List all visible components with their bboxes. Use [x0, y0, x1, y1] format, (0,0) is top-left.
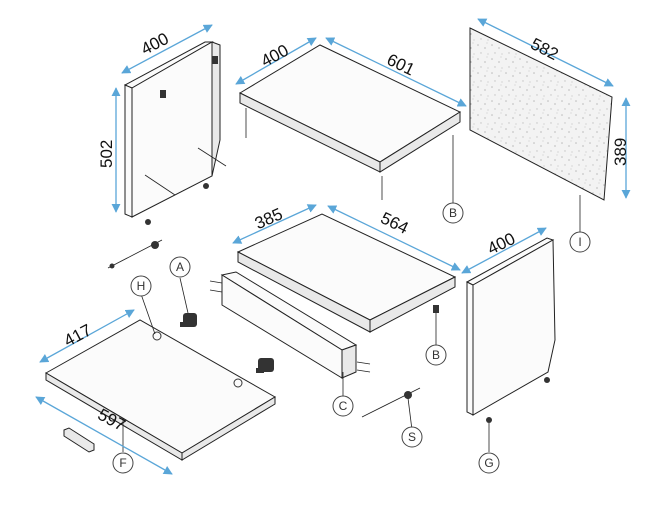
dim-back-height: 389: [611, 97, 631, 199]
dim-left-side-height: 502: [97, 87, 121, 213]
leg-hardware-a: [179, 277, 274, 373]
drawer-rail-left: [107, 239, 163, 269]
svg-text:F: F: [119, 456, 126, 470]
plinth-panel: [209, 271, 371, 398]
callout-c: C: [332, 395, 354, 417]
callout-b-shelf: B: [425, 344, 447, 366]
label-top-width: 601: [384, 50, 418, 80]
callout-f: F: [112, 452, 134, 474]
top-panel: [238, 44, 462, 205]
label-shelf-width: 564: [378, 208, 412, 238]
label-right-side-width: 400: [484, 229, 518, 259]
callout-s: S: [401, 426, 423, 448]
svg-text:S: S: [408, 430, 416, 444]
svg-text:H: H: [137, 279, 146, 293]
bracket-part: [63, 427, 95, 453]
label-shelf-depth: 385: [252, 204, 286, 233]
callout-h: H: [130, 275, 152, 297]
drawer-rail-right: [361, 387, 421, 431]
label-back-height: 389: [611, 138, 630, 166]
callout-b-top: B: [442, 202, 464, 224]
left-side-panel: [123, 41, 227, 225]
back-panel: [469, 27, 613, 232]
right-side-panel: [465, 237, 556, 452]
svg-text:A: A: [176, 260, 184, 274]
svg-text:I: I: [578, 235, 581, 249]
label-left-side-height: 502: [97, 140, 116, 168]
svg-text:B: B: [432, 348, 440, 362]
label-left-side-width: 400: [138, 29, 172, 59]
callout-a: A: [169, 256, 191, 278]
svg-text:C: C: [339, 399, 348, 413]
callout-g: G: [478, 452, 500, 474]
svg-text:G: G: [484, 456, 493, 470]
svg-text:B: B: [449, 206, 457, 220]
label-bottom-depth: 417: [61, 320, 95, 350]
callout-i: I: [569, 231, 591, 253]
